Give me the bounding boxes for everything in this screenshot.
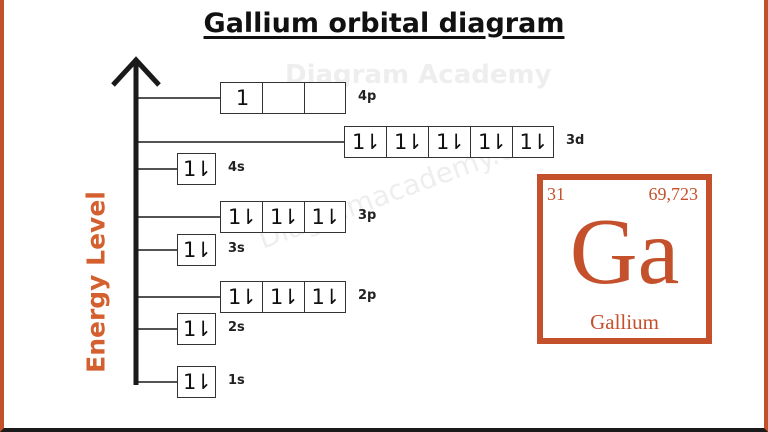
orbital-label-3d: 3d bbox=[566, 133, 585, 148]
atomic-mass: 69,723 bbox=[648, 184, 699, 204]
orbital-box-3d-1: 1⇂ bbox=[344, 126, 387, 158]
orbital-label-2p: 2p bbox=[358, 288, 377, 303]
energy-axis-label: Energy Level bbox=[81, 191, 111, 373]
orbital-box-3d-3: 1⇂ bbox=[428, 126, 471, 158]
element-name: Gallium bbox=[590, 310, 659, 334]
orbital-label-4p: 4p bbox=[358, 89, 377, 104]
orbital-label-4s: 4s bbox=[228, 160, 245, 175]
orbital-box-4s-1: 1⇂ bbox=[177, 153, 216, 185]
energy-axis-arrow bbox=[111, 56, 161, 87]
orbital-label-1s: 1s bbox=[228, 373, 245, 388]
orbital-label-3p: 3p bbox=[358, 208, 377, 223]
orbital-box-3d-2: 1⇂ bbox=[386, 126, 429, 158]
orbital-box-3d-4: 1⇂ bbox=[470, 126, 513, 158]
orbital-box-2p-1: 1⇂ bbox=[220, 281, 263, 313]
orbital-box-4p-2 bbox=[262, 82, 305, 114]
orbital-box-4p-1: 1 bbox=[220, 82, 263, 114]
orbital-label-2s: 2s bbox=[228, 320, 245, 335]
element-symbol: Ga bbox=[569, 200, 680, 304]
orbital-box-2p-3: 1⇂ bbox=[304, 281, 346, 313]
orbital-box-2s-1: 1⇂ bbox=[177, 313, 216, 345]
orbital-box-2p-2: 1⇂ bbox=[262, 281, 305, 313]
orbital-box-4p-3 bbox=[304, 82, 346, 114]
page-title: Gallium orbital diagram bbox=[203, 8, 565, 39]
element-card: 31 69,723 Ga Gallium bbox=[537, 174, 712, 344]
orbital-box-3d-5: 1⇂ bbox=[512, 126, 554, 158]
orbital-box-3p-3: 1⇂ bbox=[304, 201, 346, 233]
atomic-number: 31 bbox=[547, 184, 565, 204]
orbital-label-3s: 3s bbox=[228, 241, 245, 256]
orbital-box-3s-1: 1⇂ bbox=[177, 234, 216, 266]
orbital-box-1s-1: 1⇂ bbox=[177, 366, 216, 398]
orbital-box-3p-1: 1⇂ bbox=[220, 201, 263, 233]
orbital-box-3p-2: 1⇂ bbox=[262, 201, 305, 233]
